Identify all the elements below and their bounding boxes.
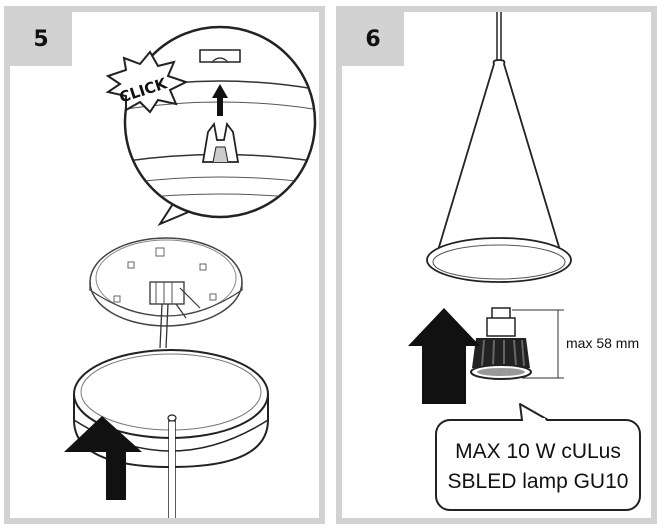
step-5-panel: 5 xyxy=(4,6,325,524)
gu10-bulb-icon xyxy=(470,307,532,380)
magnified-detail xyxy=(123,25,317,227)
step-5-illustration: CLICK xyxy=(64,25,317,518)
callout-line-1: MAX 10 W cULus xyxy=(455,440,621,463)
up-arrow-icon xyxy=(64,416,142,500)
latch-slot xyxy=(199,49,241,63)
mounting-plate xyxy=(89,237,243,349)
magnifier-circle xyxy=(123,25,317,219)
dimension-label: max 58 mm xyxy=(566,335,639,351)
up-arrow-icon xyxy=(212,84,228,116)
step-6-panel: 6 max 58 mm xyxy=(336,6,657,524)
step-6-illustration: max 58 mm MAX 10 W cULus SBLED lamp GU10 xyxy=(408,12,641,511)
dimension-indicator: max 58 mm xyxy=(512,309,639,379)
step-number-6: 6 xyxy=(342,12,404,66)
callout-line-2: SBLED lamp GU10 xyxy=(448,470,629,493)
lamp-spec-callout: MAX 10 W cULus SBLED lamp GU10 xyxy=(435,403,641,511)
conical-lamp-shade xyxy=(426,59,572,283)
latch-clip xyxy=(201,121,240,163)
click-burst-icon: CLICK xyxy=(105,50,189,114)
pendant-cable xyxy=(496,12,502,64)
up-arrow-icon xyxy=(408,308,480,404)
step-number-5: 5 xyxy=(10,12,72,66)
